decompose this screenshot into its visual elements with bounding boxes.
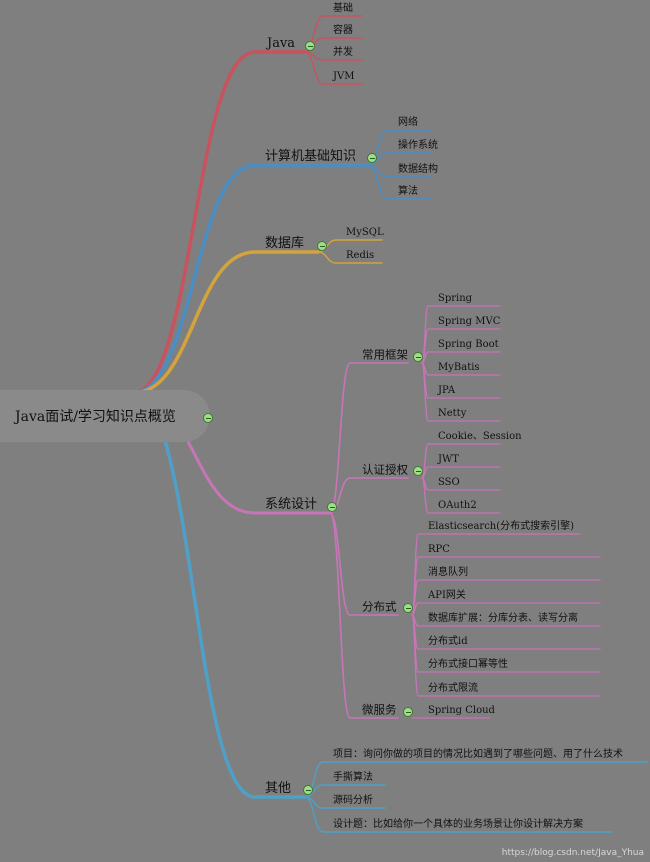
branch-4-leaf-3-edge: [304, 796, 613, 833]
branch-2-leaf-1[interactable]: Redis: [346, 250, 375, 261]
system-design-sub-0-leaf-2-edge: [421, 351, 501, 364]
branch-1-label[interactable]: 计算机基础知识: [265, 149, 357, 164]
system-design-sub-2-leaf-3-edge: [411, 602, 601, 616]
system-design-sub-2-leaf-0[interactable]: Elasticsearch(分布式搜索引擎): [428, 521, 575, 532]
branch-2-leaf-0[interactable]: MySQL: [346, 227, 384, 238]
system-design-sub-3-leaf-0[interactable]: Spring Cloud: [428, 705, 495, 716]
system-design-sub-3-label[interactable]: 微服务: [362, 702, 397, 717]
root-collapse-toggle[interactable]: [203, 413, 213, 423]
branch-2-label[interactable]: 数据库: [265, 236, 305, 251]
branch-0-edge: [131, 50, 307, 395]
branch-2-leaf-0-edge: [317, 239, 383, 253]
system-design-sub-2-leaf-3[interactable]: API网关: [428, 590, 466, 601]
branch-1-leaf-2[interactable]: 数据结构: [398, 164, 438, 175]
system-design-sub-2-label[interactable]: 分布式: [362, 599, 397, 614]
system-design-sub-1-collapse-toggle[interactable]: [413, 466, 423, 476]
system-design-sub-0-leaf-3[interactable]: MyBatis: [438, 362, 480, 373]
branch-4-collapse-toggle[interactable]: [303, 785, 313, 795]
system-design-sub-2-leaf-4[interactable]: 数据库扩展：分库分表、读写分离: [428, 613, 578, 624]
branch-1-leaf-0-edge: [367, 129, 431, 166]
system-design-sub-3-collapse-toggle[interactable]: [403, 707, 413, 717]
branch-4-leaf-1[interactable]: 手撕算法: [333, 772, 373, 783]
branch-0-leaf-0[interactable]: 基础: [333, 3, 353, 14]
branch-2-leaf-1-edge: [317, 251, 383, 264]
branch-0-leaf-3-edge: [304, 51, 363, 85]
system-design-sub-2-leaf-7[interactable]: 分布式限流: [428, 683, 478, 694]
branch-1-leaf-3-edge: [367, 164, 431, 200]
system-design-sub-1-leaf-3-edge: [421, 477, 501, 514]
system-design-sub-0-leaf-5-edge: [421, 362, 501, 422]
system-design-sub-1-leaf-3[interactable]: OAuth2: [438, 500, 477, 511]
branch-0-leaf-3[interactable]: JVM: [333, 71, 355, 82]
system-design-sub-1-leaf-0[interactable]: Cookie、Session: [438, 431, 522, 442]
system-design-sub-2-leaf-6[interactable]: 分布式接口幂等性: [428, 659, 508, 670]
system-design-sub-2-edge: [329, 512, 399, 616]
branch-4-label[interactable]: 其他: [265, 781, 292, 796]
system-design-sub-1-label[interactable]: 认证授权: [362, 462, 408, 477]
branch-4-leaf-0-edge: [304, 761, 649, 798]
branch-0-leaf-1-edge: [304, 37, 363, 53]
branch-0-collapse-toggle[interactable]: [305, 41, 315, 51]
system-design-sub-2-leaf-5[interactable]: 分布式id: [428, 636, 468, 647]
branch-0-leaf-2[interactable]: 并发: [333, 47, 353, 58]
branch-1-edge: [131, 163, 370, 395]
system-design-sub-1-leaf-1-edge: [421, 466, 501, 479]
system-design-sub-1-leaf-2[interactable]: SSO: [438, 477, 460, 488]
system-design-sub-0-leaf-1[interactable]: Spring MVC: [438, 316, 501, 327]
branch-2-edge: [131, 250, 320, 395]
system-design-sub-3-edge: [329, 512, 399, 719]
system-design-sub-2-collapse-toggle[interactable]: [403, 603, 413, 613]
system-design-sub-0-leaf-2[interactable]: Spring Boot: [438, 339, 499, 350]
system-design-sub-0-leaf-5[interactable]: Netty: [438, 408, 467, 419]
branch-4-leaf-1-edge: [304, 784, 386, 798]
branch-0-leaf-1[interactable]: 容器: [333, 25, 353, 36]
branch-3-label[interactable]: 系统设计: [265, 497, 318, 512]
branch-1-leaf-1-edge: [367, 152, 431, 166]
system-design-sub-1-leaf-1[interactable]: JWT: [438, 454, 459, 465]
watermark: https://blog.csdn.net/Java_Yhua: [501, 848, 644, 858]
branch-4-leaf-3[interactable]: 设计题：比如给你一个具体的业务场景让你设计解决方案: [333, 819, 583, 830]
system-design-sub-2-leaf-2[interactable]: 消息队列: [428, 567, 468, 578]
system-design-sub-0-leaf-4[interactable]: JPA: [438, 385, 456, 396]
branch-4-leaf-0[interactable]: 项目：询问你做的项目的情况比如遇到了哪些问题、用了什么技术: [333, 749, 623, 760]
branch-1-collapse-toggle[interactable]: [367, 153, 377, 163]
root-label: Java面试/学习知识点概览: [15, 409, 176, 425]
system-design-sub-2-leaf-7-edge: [411, 614, 601, 697]
branch-1-leaf-1[interactable]: 操作系统: [398, 140, 438, 151]
branch-0-label[interactable]: Java: [267, 36, 296, 51]
root-node[interactable]: [0, 390, 210, 442]
branch-1-leaf-0[interactable]: 网络: [398, 117, 418, 128]
branch-2-collapse-toggle[interactable]: [317, 241, 327, 251]
branch-1-leaf-3[interactable]: 算法: [398, 186, 418, 197]
system-design-sub-0-label[interactable]: 常用框架: [362, 347, 408, 362]
system-design-sub-0-collapse-toggle[interactable]: [413, 352, 423, 362]
system-design-sub-0-leaf-0[interactable]: Spring: [438, 293, 473, 304]
system-design-sub-2-leaf-1[interactable]: RPC: [428, 544, 450, 555]
branch-4-leaf-2[interactable]: 源码分析: [333, 795, 373, 806]
branch-3-collapse-toggle[interactable]: [327, 502, 337, 512]
